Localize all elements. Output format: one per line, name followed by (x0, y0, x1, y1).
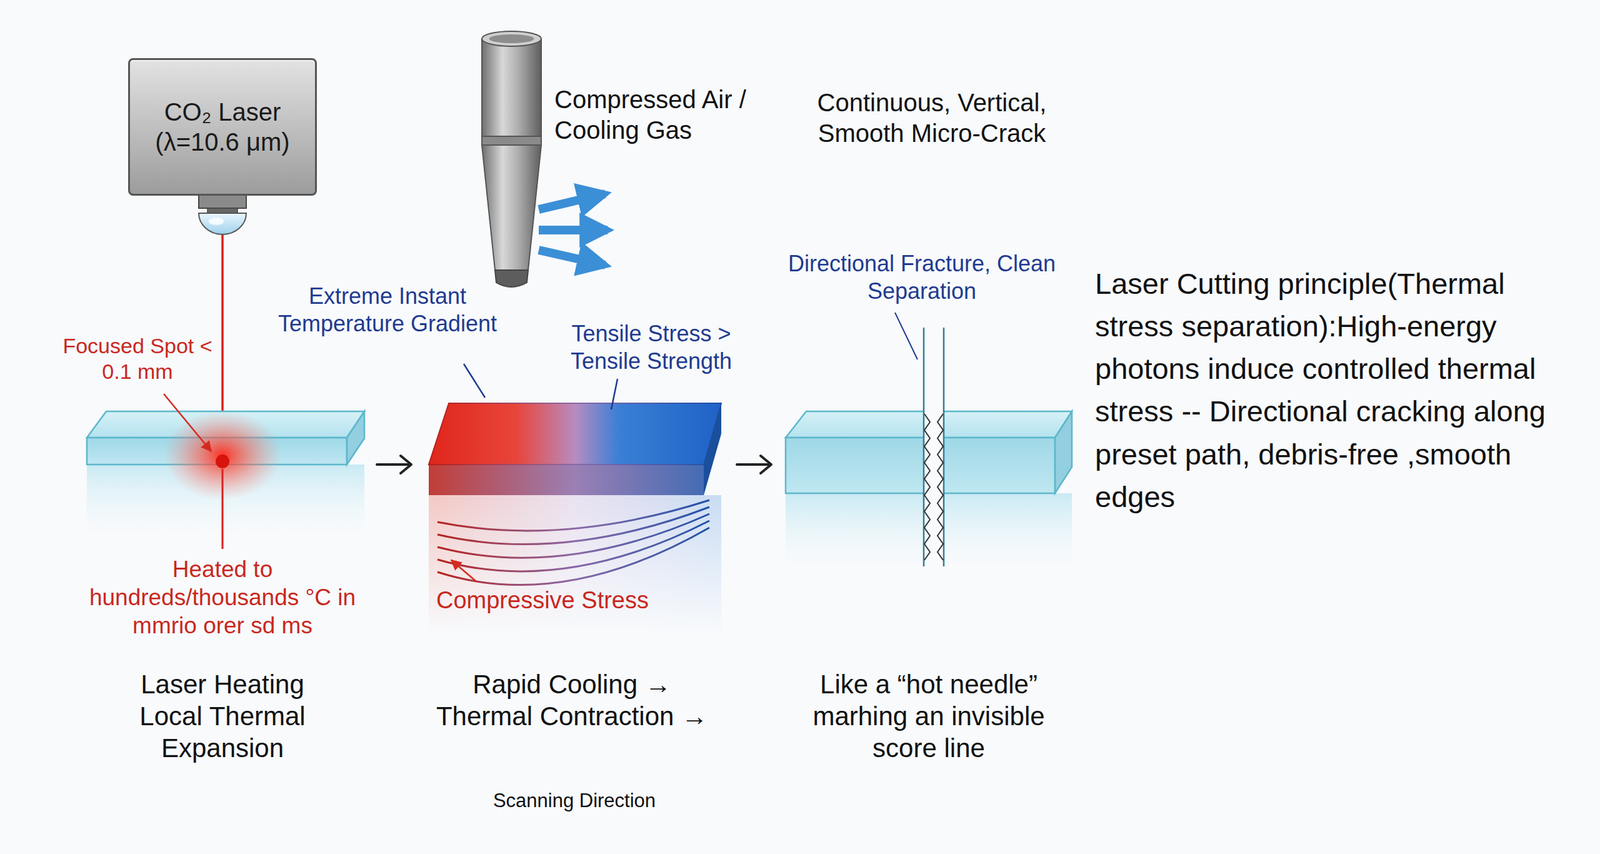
stress-line (437, 500, 710, 531)
stage-arrow (736, 455, 772, 474)
stress-line (437, 513, 710, 558)
cooling-nozzle (481, 31, 542, 287)
stage-caption: Like a “hot needle” marhing an invisible… (791, 668, 1067, 765)
tensile-label: Tensile Stress > Tensile Strength (545, 320, 758, 375)
stress-line (437, 520, 710, 572)
stress-lines (437, 500, 710, 585)
crack-edge (924, 413, 944, 560)
crack-label: Continuous, Vertical, Smooth Micro-Crack (797, 87, 1067, 149)
compressive-label: Compressive Stress (423, 585, 662, 615)
spot-label: Focused Spot < 0.1 mm (59, 333, 216, 385)
laser-lens (198, 194, 247, 235)
stage-caption: Laser Heating Local Thermal Expansion (106, 668, 339, 765)
stress-line (437, 527, 710, 585)
air-flow-arrows (538, 193, 608, 265)
glass-slab-3 (785, 327, 1072, 569)
principle-note: Laser Cutting principle(Thermal stress s… (1095, 262, 1589, 519)
spot-leader (163, 393, 212, 452)
stage-caption: Rapid Cooling → Thermal Contraction → (434, 668, 710, 732)
heat-leader (221, 468, 224, 549)
compressive-leader (451, 560, 477, 582)
node-label: CO₂ Laser (λ=10.6 μm) (130, 96, 315, 157)
fracture-leader (895, 312, 918, 360)
gradient-leader (463, 363, 485, 398)
gas-label: Compressed Air / Cooling Gas (554, 84, 824, 146)
fracture-label: Directional Fracture, Clean Separation (784, 250, 1060, 305)
heat-label: Heated to hundreds/thousands °C in mmrio… (78, 555, 367, 640)
stage-arrow (376, 455, 412, 474)
tensile-leader (611, 378, 618, 410)
laser-head-box: CO₂ Laser (λ=10.6 μm) (128, 58, 317, 196)
crack-edge (924, 413, 930, 560)
gradient-label: Extreme Instant Temperature Gradient (262, 282, 513, 338)
crack-edge (937, 413, 944, 560)
glass-slab-1 (86, 410, 365, 534)
direction-label: Scanning Direction (449, 788, 700, 813)
